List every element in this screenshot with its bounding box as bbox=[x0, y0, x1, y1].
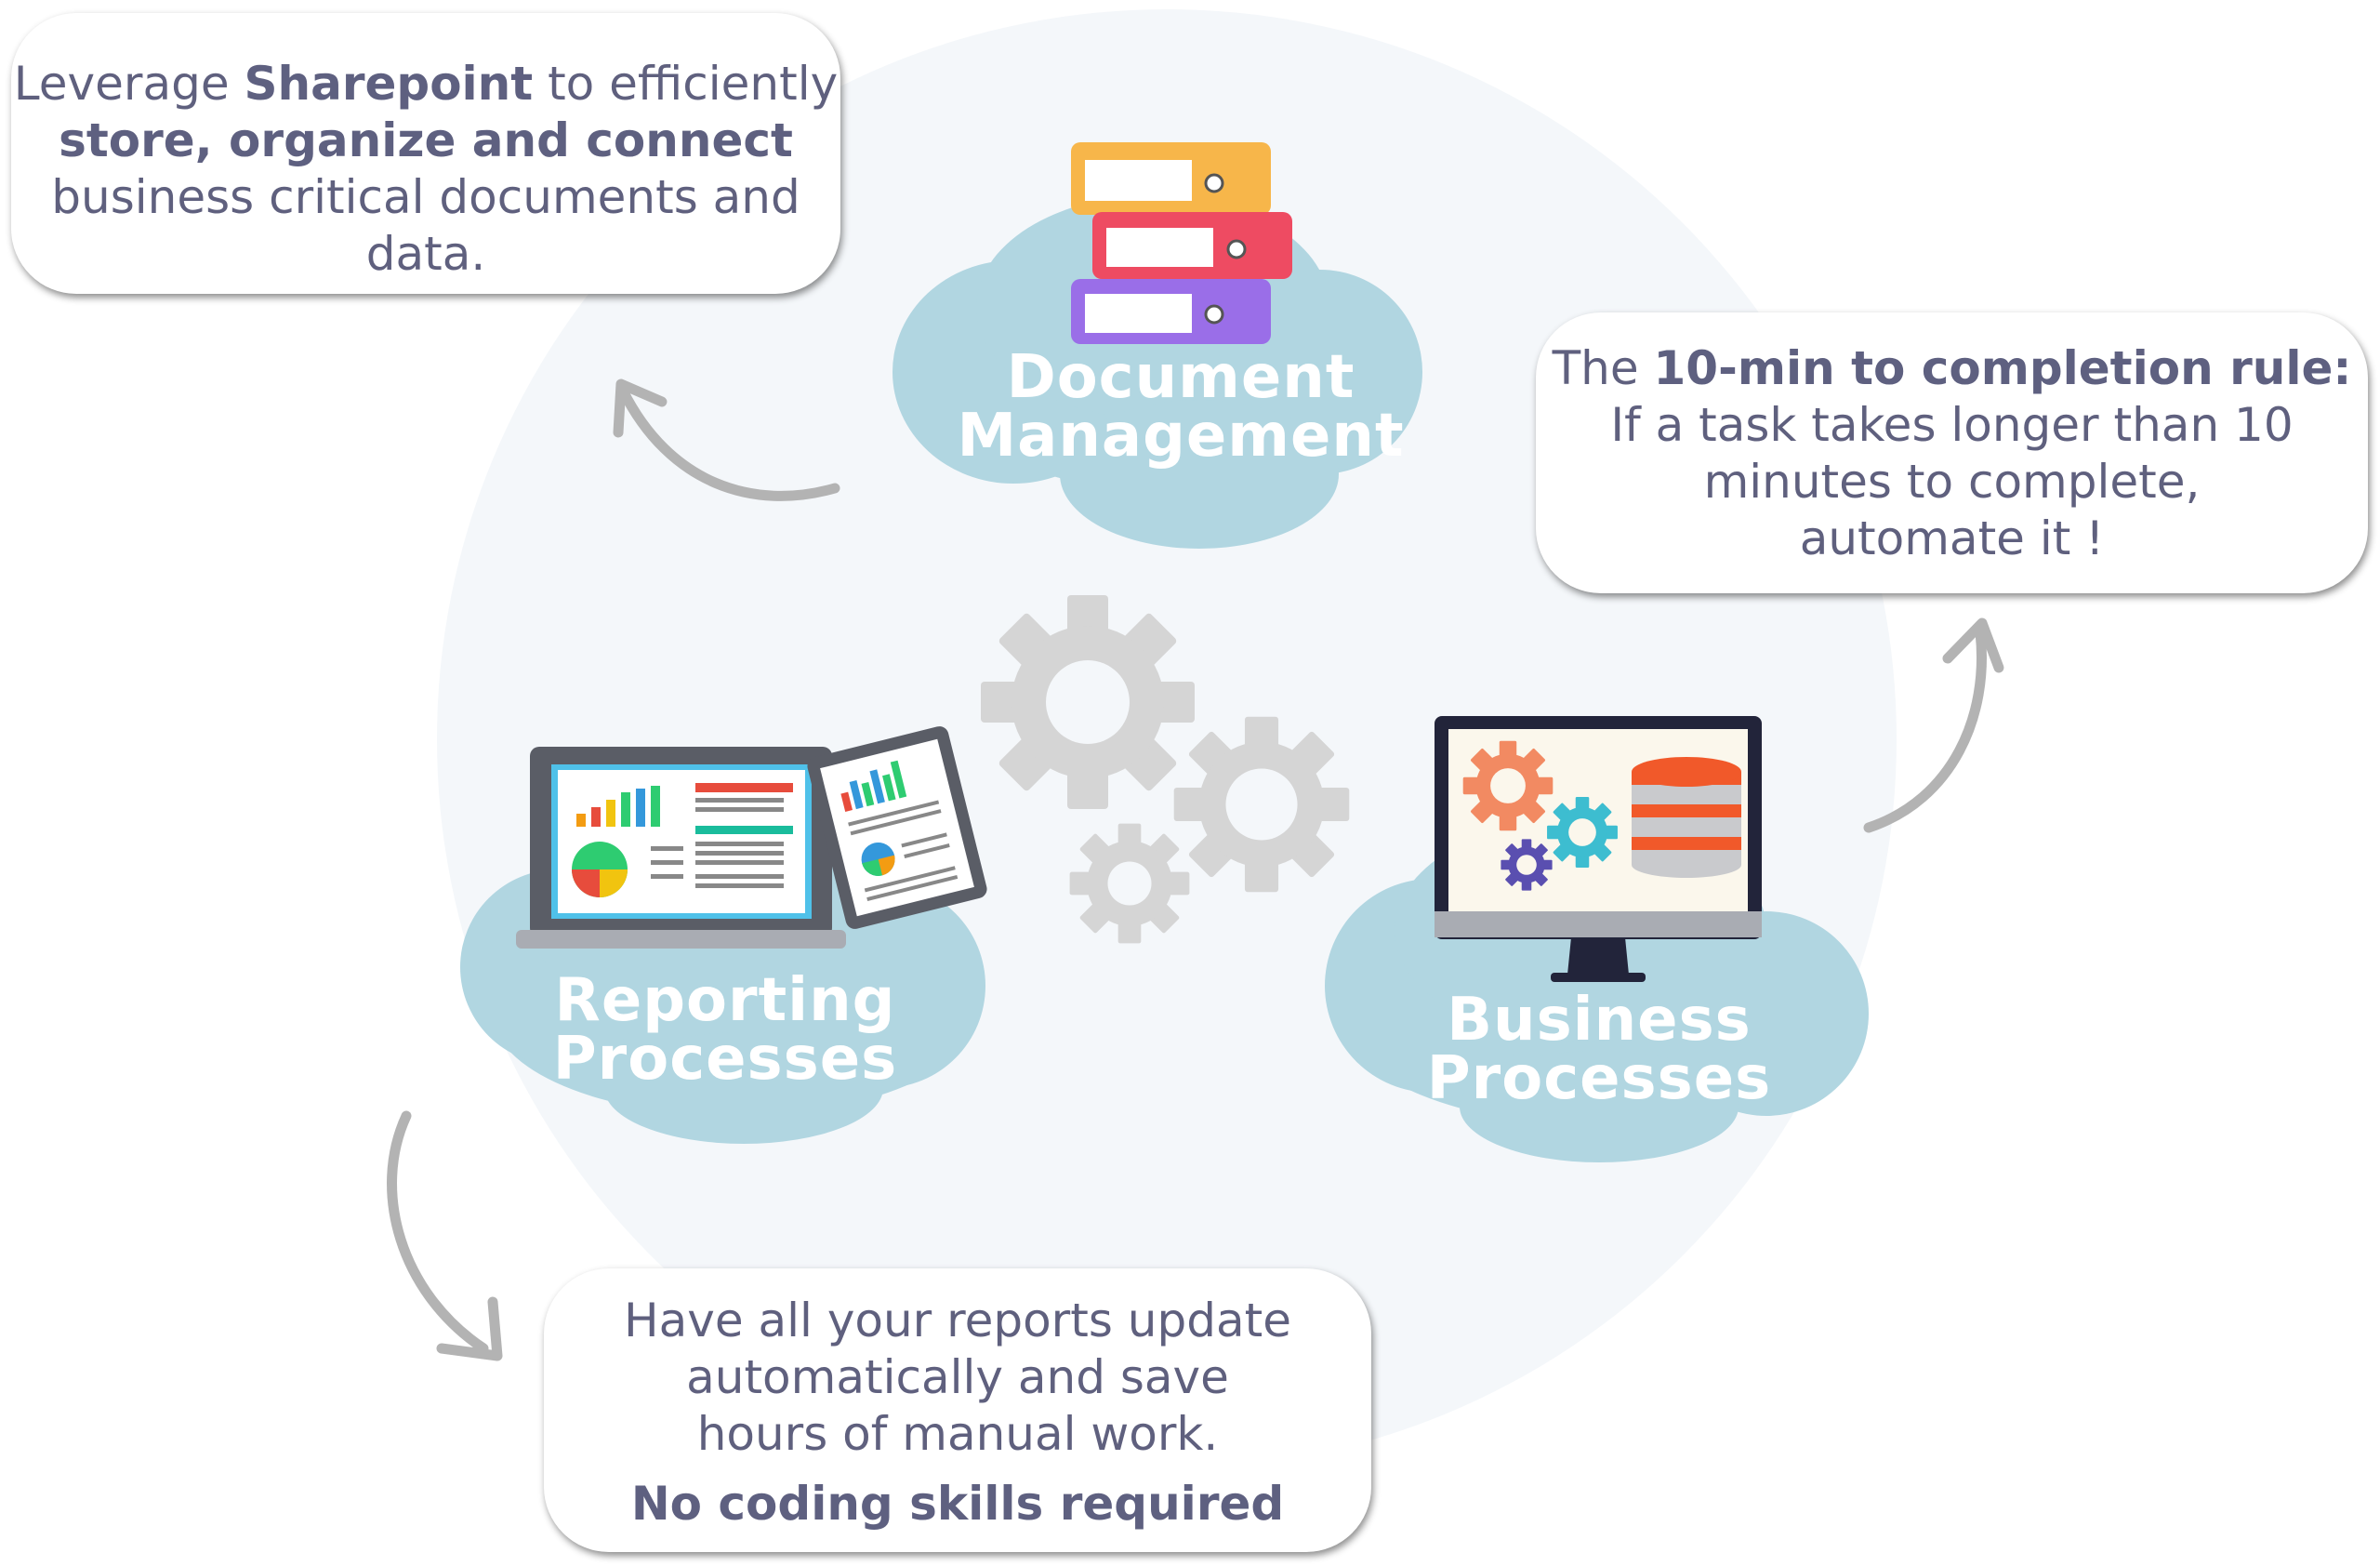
bold-fragment: Sharepoint bbox=[244, 57, 534, 111]
text-fragment: The bbox=[1552, 341, 1654, 395]
callout-ten-minute-rule: The 10-min to completion rule: If a task… bbox=[1536, 312, 2368, 593]
callout-reporting: Have all your reports update automatical… bbox=[544, 1268, 1371, 1552]
monitor-gears-database-icon bbox=[1435, 716, 1762, 982]
cloud-label-line: Business bbox=[1447, 986, 1752, 1055]
bold-fragment: No coding skills required bbox=[630, 1477, 1285, 1531]
callout-line: If a task takes longer than 10 bbox=[1610, 398, 2294, 452]
tablet-report-icon bbox=[807, 726, 987, 929]
bold-fragment: 10-min to completion rule: bbox=[1653, 341, 2352, 395]
callout-line: Leverage Sharepoint to efficiently bbox=[11, 56, 840, 113]
cloud-label-line: Processes bbox=[552, 1025, 898, 1094]
callout-line: automate it ! bbox=[1799, 511, 2105, 565]
callout-line: minutes to complete, bbox=[1703, 455, 2201, 509]
database-icon bbox=[1632, 757, 1741, 878]
callout-document-management: Leverage Sharepoint to efficiently store… bbox=[11, 13, 840, 294]
callout-line: No coding skills required bbox=[544, 1476, 1371, 1533]
cloud-label-line: Document bbox=[1006, 343, 1355, 412]
text-fragment: Leverage bbox=[13, 57, 245, 111]
laptop-report-icon bbox=[516, 747, 846, 949]
callout-line: hours of manual work. bbox=[696, 1407, 1219, 1461]
callout-line: The 10-min to completion rule: bbox=[1536, 340, 2368, 397]
cloud-label-line: Management bbox=[957, 402, 1405, 471]
callout-line: store, organize and connect bbox=[11, 113, 840, 169]
gears-icon bbox=[981, 595, 1350, 944]
cloud-label-business-processes: Business Processes bbox=[1343, 986, 1855, 1113]
folders-icon bbox=[1071, 142, 1292, 344]
callout-line: Have all your reports update bbox=[624, 1294, 1291, 1347]
cloud-label-line: Reporting bbox=[554, 966, 896, 1035]
callout-line: data. bbox=[365, 227, 486, 281]
callout-line: automatically and save bbox=[686, 1350, 1229, 1404]
curved-arrow-icon bbox=[387, 378, 2004, 1361]
cloud-label-document-management: Document Management bbox=[930, 343, 1432, 471]
bold-fragment: store, organize and connect bbox=[59, 113, 793, 167]
cloud-label-reporting-processes: Reporting Processes bbox=[483, 966, 967, 1094]
text-fragment: to efficiently bbox=[533, 57, 839, 111]
cloud-label-line: Processes bbox=[1426, 1044, 1772, 1113]
callout-line: business critical documents and bbox=[51, 170, 800, 224]
